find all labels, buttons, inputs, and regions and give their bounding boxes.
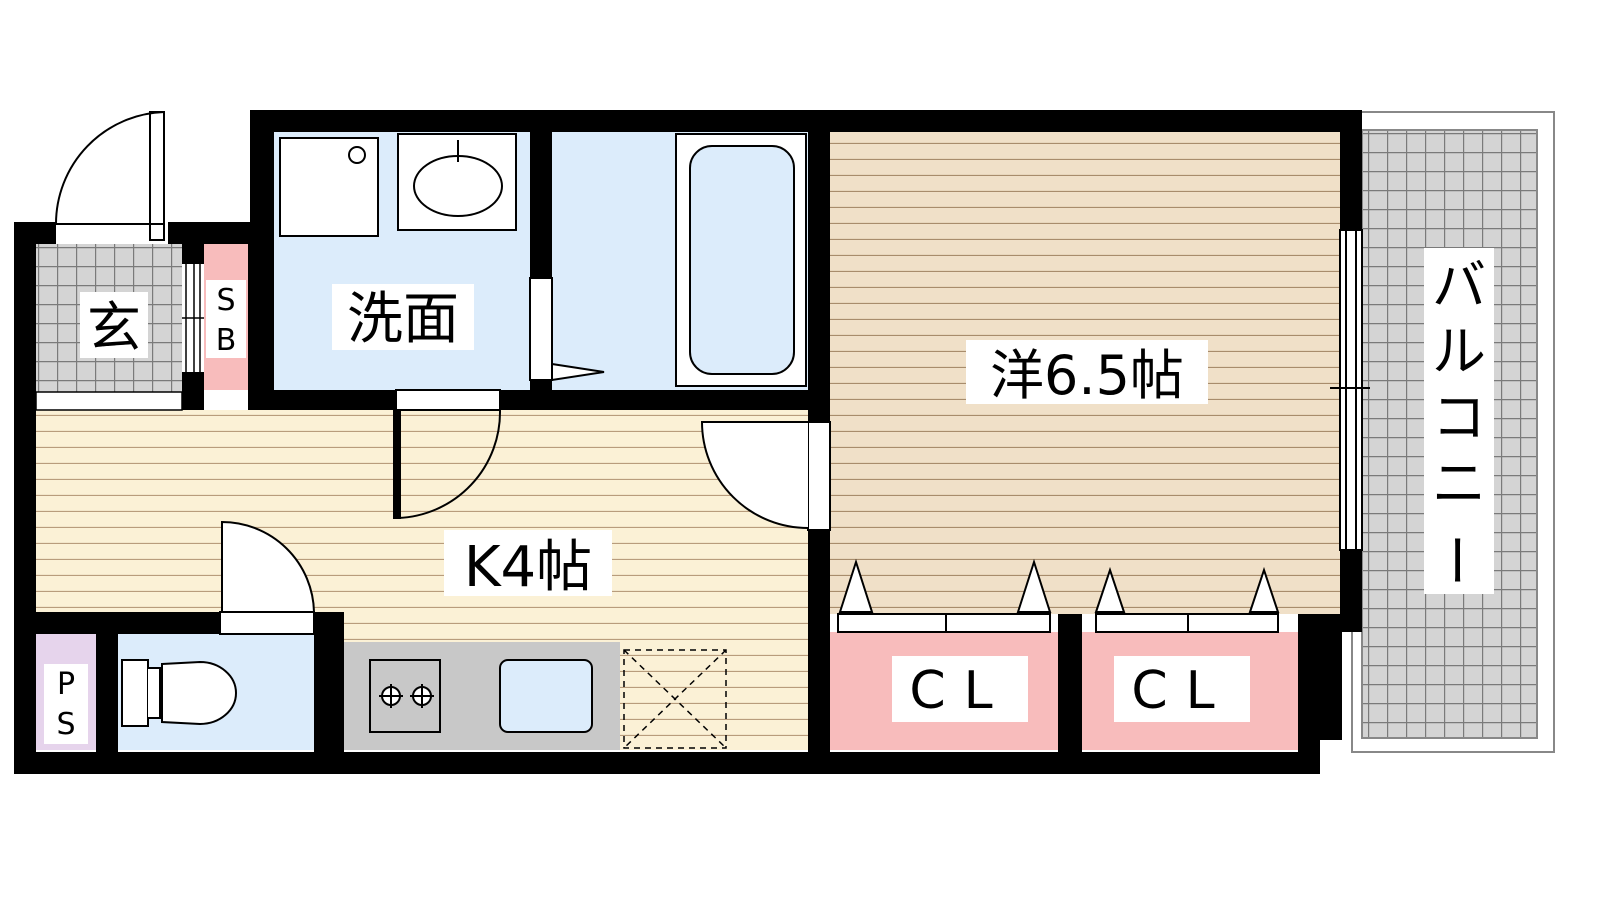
- pipe-space-label-bg: [44, 664, 88, 744]
- closet-1-label: CL: [909, 661, 1010, 721]
- shoe-box-label-s: S: [216, 283, 235, 318]
- bathtub: [675, 133, 807, 387]
- fridge-space: [623, 649, 727, 749]
- closet-2-label-bg: [1114, 656, 1250, 722]
- entrance-door[interactable]: [55, 111, 168, 244]
- pipe-space-label-s: S: [56, 707, 75, 742]
- washroom-door[interactable]: [393, 389, 502, 519]
- shoe-box-label-b: B: [216, 323, 237, 358]
- washbasin: [397, 133, 517, 231]
- balcony-label-1: バ: [1432, 254, 1486, 317]
- shoe-box-label-bg: [206, 280, 246, 358]
- balcony-window[interactable]: [1330, 229, 1370, 551]
- stove: [369, 659, 441, 733]
- entrance-step: [35, 391, 183, 411]
- toilet: [121, 659, 237, 727]
- western-room-door[interactable]: [700, 421, 831, 531]
- pipe-space-label-p: P: [57, 667, 75, 702]
- kitchen-label-bg: [444, 530, 612, 596]
- toilet-door[interactable]: [219, 520, 316, 635]
- closet-2-label: CL: [1131, 661, 1232, 721]
- kitchen-sink: [499, 659, 593, 733]
- entrance-label-bg: [80, 292, 148, 358]
- balcony-label-4: ニ: [1432, 452, 1486, 515]
- bath-door[interactable]: [529, 277, 605, 382]
- washroom-label-bg: [332, 284, 474, 350]
- washroom-label: 洗面: [347, 287, 459, 352]
- balcony-label-3: コ: [1432, 386, 1486, 449]
- closet-doors[interactable]: [837, 558, 1280, 633]
- balcony-label-5: ー: [1424, 533, 1487, 587]
- entrance-label: 玄: [87, 296, 141, 359]
- western-room-label: 洋6.5帖: [990, 344, 1184, 407]
- washing-machine-pan: [279, 137, 379, 237]
- balcony-label-2: ル: [1432, 320, 1486, 383]
- balcony-label-bg: [1424, 248, 1494, 594]
- kitchen-label: K4帖: [464, 535, 592, 600]
- shoe-box-doors: [182, 252, 204, 384]
- western-room-label-bg: [966, 340, 1208, 404]
- closet-1-label-bg: [892, 656, 1028, 722]
